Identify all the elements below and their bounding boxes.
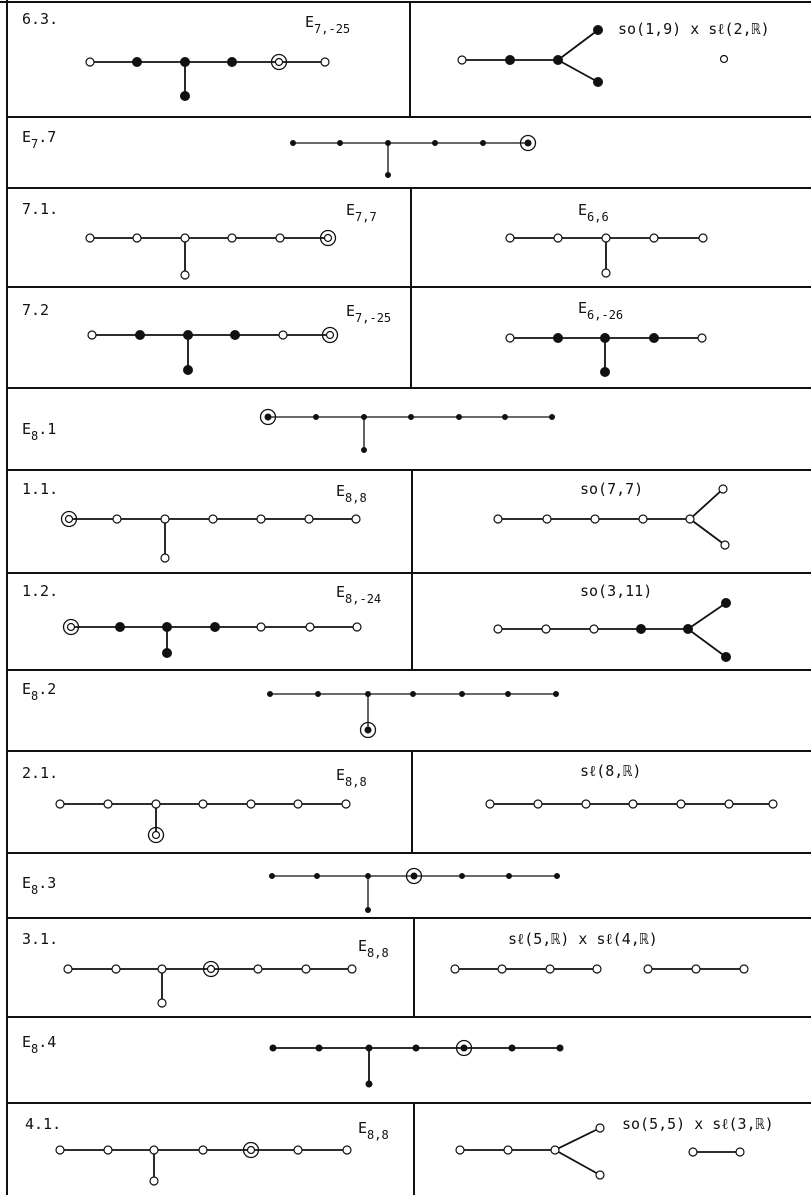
dynkin-diagram-right: [450, 964, 749, 974]
row-1-2: 1.2. E8,-24 so(3,11): [22, 582, 731, 662]
row-label: 1.1.: [22, 480, 58, 498]
section-label: E8.2: [22, 680, 56, 703]
row-label: 1.2.: [22, 582, 58, 600]
dynkin-diagram-right: [493, 484, 730, 550]
row-4-1: 4.1. E8,8 so(5,5) x sℓ(3,ℝ): [25, 1115, 774, 1186]
row-label: 6.3.: [22, 10, 58, 28]
row-label: 4.1.: [25, 1115, 61, 1133]
row-3-1: 3.1. E8,8 sℓ(5,ℝ) x sℓ(4,ℝ): [22, 930, 749, 1008]
algebra-name: so(1,9) x sℓ(2,ℝ): [618, 20, 770, 38]
dynkin-diagram-left: [55, 799, 351, 844]
dynkin-diagram: [269, 867, 560, 913]
algebra-name: E6,6: [578, 201, 609, 224]
dynkin-diagram: [259, 408, 555, 453]
algebra-name: E7,-25: [346, 302, 391, 325]
algebra-name: E8,8: [336, 766, 367, 789]
row-label: 7.2: [22, 301, 49, 319]
algebra-name: sℓ(5,ℝ) x sℓ(4,ℝ): [508, 930, 658, 948]
algebra-name: sℓ(8,ℝ): [580, 762, 641, 780]
dynkin-diagram: [290, 134, 537, 178]
dynkin-diagram-left: [87, 326, 339, 375]
row-1-1: 1.1. E8,8 so(7,7): [22, 480, 730, 563]
algebra-name: E8,8: [358, 937, 389, 960]
dynkin-diagram-left: [62, 618, 362, 658]
algebra-name: E8,8: [336, 482, 367, 505]
dynkin-diagram-left: [85, 229, 337, 280]
row-e8-2: E8.2: [22, 680, 559, 739]
dynkin-diagram-right: [485, 799, 778, 809]
row-7-1: 7.1. E7,7 E6,6: [22, 200, 708, 280]
row-e8-4: E8.4: [22, 1033, 564, 1088]
row-6-3: 6.3. E7,-25 so(1,9) x sℓ(2,ℝ): [22, 10, 770, 101]
row-label: 3.1.: [22, 930, 58, 948]
row-7-2: 7.2 E7,-25 E6,-26: [22, 299, 707, 377]
algebra-name: E7,7: [346, 201, 377, 224]
row-e7-7: E7.7: [22, 128, 537, 178]
dynkin-diagram-right: [493, 598, 731, 662]
row-e8-3: E8.3: [22, 867, 560, 913]
dynkin-diagram-right: [505, 233, 708, 278]
dynkin-diagram: [269, 1039, 564, 1088]
dynkin-diagram-left: [85, 53, 330, 101]
section-label: E8.3: [22, 874, 56, 897]
algebra-name: E8,-24: [336, 583, 381, 606]
algebra-name: so(5,5) x sℓ(3,ℝ): [622, 1115, 774, 1133]
dynkin-diagram-right: [505, 333, 707, 377]
section-label: E8.4: [22, 1033, 56, 1056]
algebra-name: E7,-25: [305, 13, 350, 36]
algebra-name: E8,8: [358, 1119, 389, 1142]
dynkin-diagram-left: [63, 960, 357, 1008]
row-label: 2.1.: [22, 764, 58, 782]
dynkin-diagram-left: [55, 1141, 352, 1186]
dynkin-diagram: [267, 691, 559, 739]
dynkin-diagram-left: [60, 510, 361, 563]
dynkin-diagram-right: [457, 25, 729, 87]
section-label: E7.7: [22, 128, 56, 151]
row-2-1: 2.1. E8,8 sℓ(8,ℝ): [22, 762, 778, 844]
algebra-name: so(3,11): [580, 582, 652, 600]
section-label: E8.1: [22, 420, 56, 443]
row-label: 7.1.: [22, 200, 58, 218]
dynkin-diagram-right: [455, 1123, 745, 1180]
algebra-name: so(7,7): [580, 480, 643, 498]
algebra-name: E6,-26: [578, 299, 623, 322]
row-e8-1: E8.1: [22, 408, 555, 453]
